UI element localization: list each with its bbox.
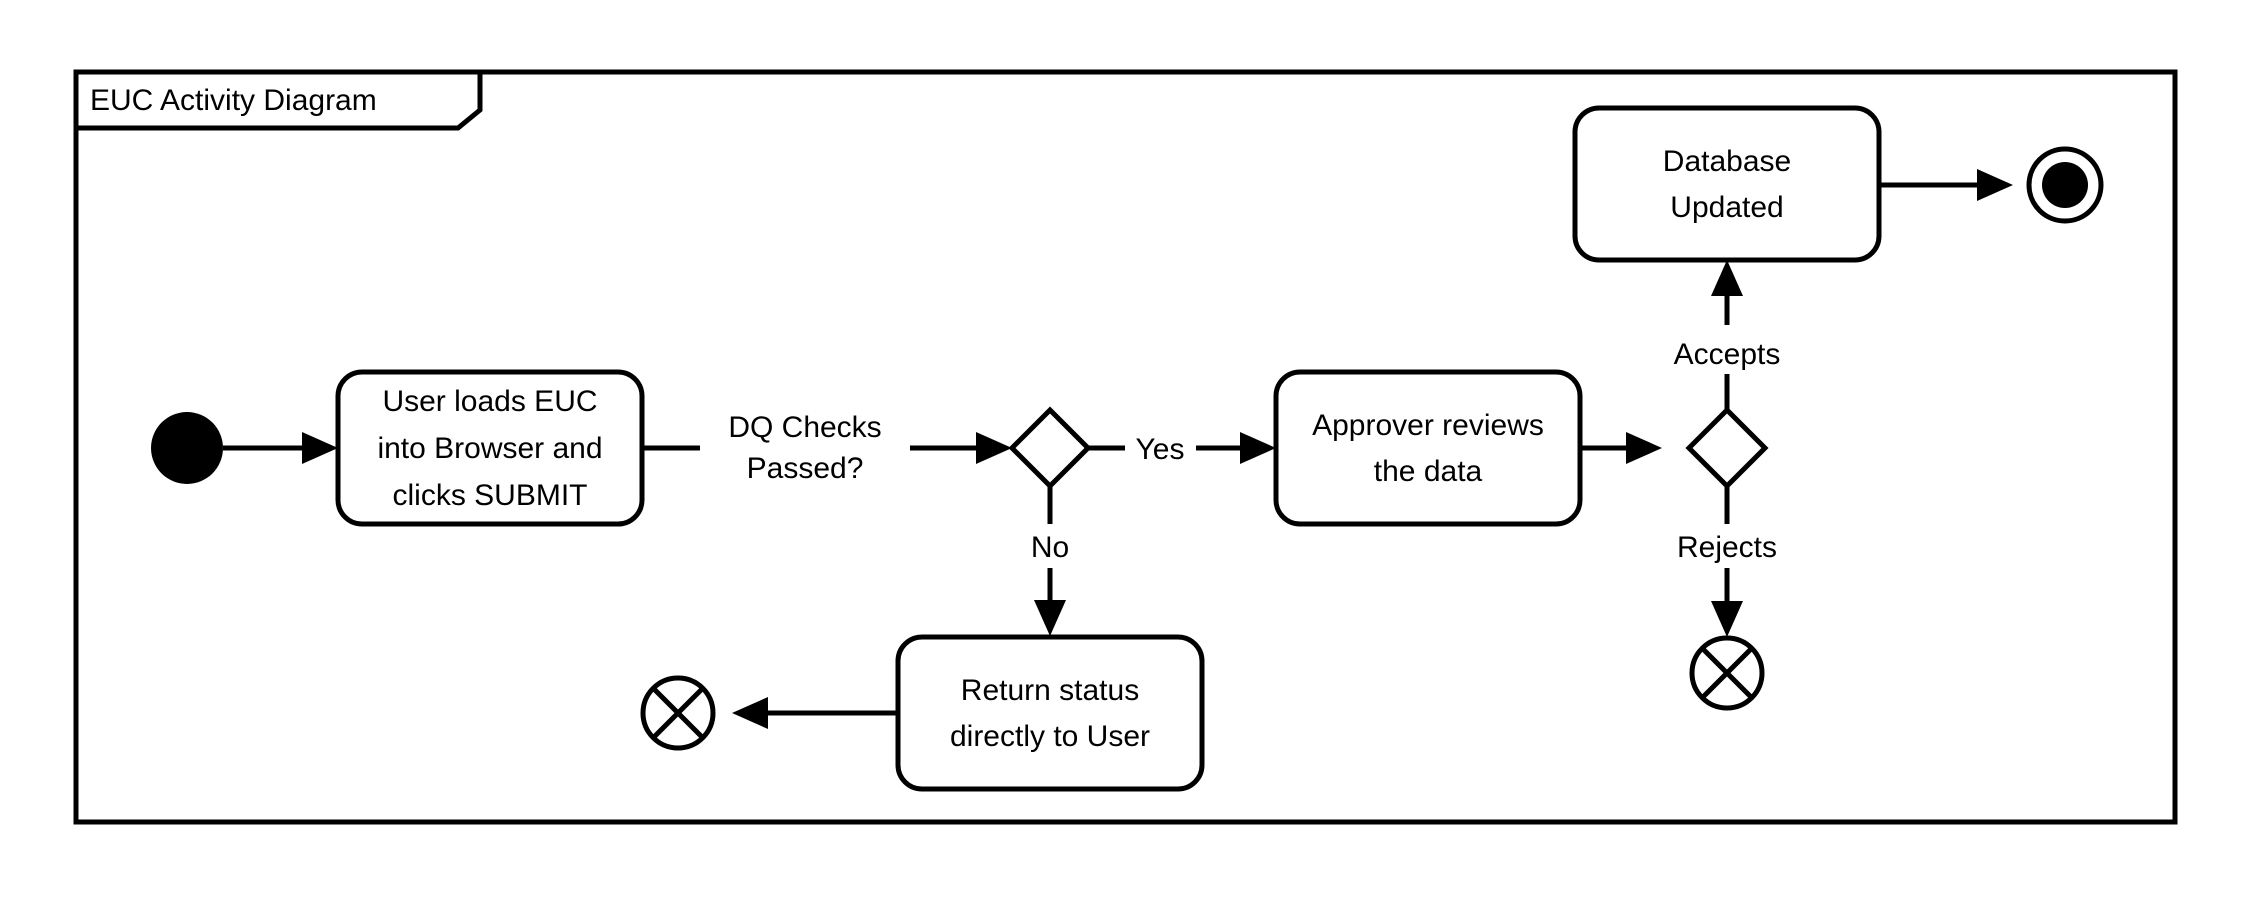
frame-title-label: EUC Activity Diagram (90, 84, 377, 117)
arrowhead-icon (1034, 600, 1066, 636)
flow-final-node-reject[interactable] (1689, 635, 1765, 711)
edge-label-no: No (1031, 531, 1069, 564)
edge-label-rejects: Rejects (1677, 531, 1777, 564)
arrowhead-icon (1626, 432, 1662, 464)
arrowhead-icon (1711, 601, 1743, 637)
final-node-inner-disc (2042, 162, 2088, 208)
arrowhead-icon (976, 432, 1012, 464)
activity-label-line3: clicks SUBMIT (393, 479, 588, 512)
decision-diamond[interactable] (1008, 406, 1092, 490)
flow-final-node-return[interactable] (640, 675, 716, 751)
edge-label-yes: Yes (1136, 433, 1185, 466)
edge-approval-accepts-to-database: Accepts (1674, 260, 1781, 410)
activity-label-line1: Return status (961, 674, 1139, 707)
edge-dq-yes-to-approver: Yes (1088, 432, 1276, 466)
activity-final-node[interactable] (2026, 146, 2104, 224)
activity-label-line2: into Browser and (377, 432, 602, 465)
activity-node-return-status[interactable]: Return status directly to User (895, 634, 1205, 792)
edge-label-dq-checks-line1: DQ Checks (728, 411, 881, 444)
arrowhead-icon (1711, 260, 1743, 296)
activity-node-box[interactable] (895, 634, 1205, 792)
activity-label-line2: the data (1374, 455, 1483, 488)
initial-node-circle[interactable] (151, 412, 223, 484)
edge-return-status-to-flow-final (732, 697, 898, 729)
edge-dq-no-to-return-status: No (1031, 486, 1069, 636)
initial-node[interactable] (151, 412, 223, 484)
decision-node-dq-checks[interactable] (1008, 406, 1092, 490)
arrowhead-icon (302, 432, 338, 464)
flow-final-cross-stroke-2 (1700, 646, 1754, 700)
arrowhead-icon (732, 697, 768, 729)
activity-label-line2: directly to User (950, 720, 1150, 753)
edge-load-to-dq-decision: DQ Checks Passed? (642, 411, 1012, 485)
activity-label-line2: Updated (1670, 191, 1783, 224)
activity-label-line1: Database (1663, 145, 1791, 178)
activity-label-line1: User loads EUC (382, 385, 597, 418)
frame-title-tab (76, 69, 483, 131)
frame-outline (73, 69, 2178, 825)
edge-approver-to-approval-decision (1580, 432, 1662, 464)
arrowhead-icon (1977, 169, 2013, 201)
edge-initial-to-load (223, 432, 338, 464)
decision-diamond[interactable] (1685, 406, 1769, 490)
edge-label-accepts: Accepts (1674, 338, 1781, 371)
edge-database-to-final (1879, 169, 2013, 201)
activity-node-user-loads-euc[interactable]: User loads EUC into Browser and clicks S… (335, 369, 645, 527)
activity-node-box[interactable] (1273, 369, 1583, 527)
activity-node-database-updated[interactable]: Database Updated (1572, 105, 1882, 263)
arrowhead-icon (1240, 432, 1276, 464)
flow-final-cross-stroke-2 (651, 686, 705, 740)
edge-label-dq-checks-line2: Passed? (747, 452, 864, 485)
activity-label-line1: Approver reviews (1312, 409, 1544, 442)
edge-approval-rejects-to-flow-final: Rejects (1677, 486, 1777, 637)
diagram-frame: EUC Activity Diagram (73, 69, 2178, 825)
activity-node-box[interactable] (1572, 105, 1882, 263)
activity-node-approver-reviews[interactable]: Approver reviews the data (1273, 369, 1583, 527)
decision-node-approval[interactable] (1685, 406, 1769, 490)
